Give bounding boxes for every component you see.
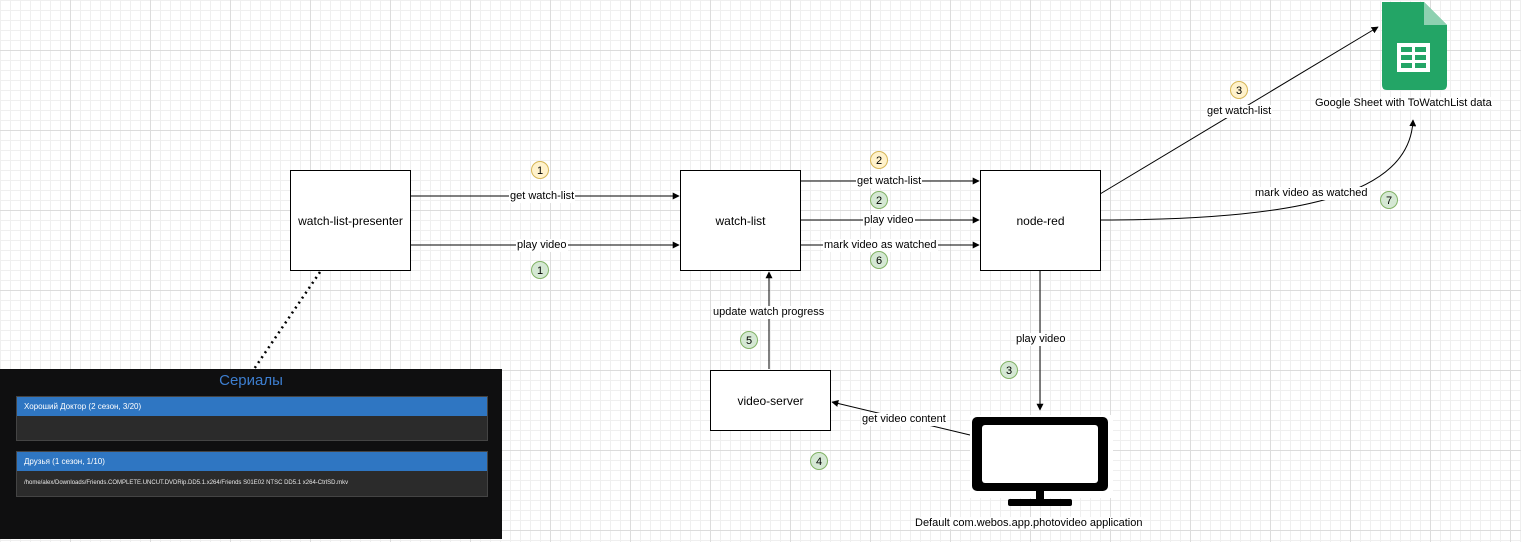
edge-label-presenter-get: get watch-list <box>509 190 576 203</box>
tv-app-caption: Default com.webos.app.photovideo applica… <box>915 517 1143 529</box>
step-badge: 3 <box>1230 81 1248 99</box>
step-badge: 1 <box>531 261 549 279</box>
google-sheets-icon <box>1382 2 1447 90</box>
node-label: video-server <box>737 393 804 408</box>
series-body <box>17 416 487 432</box>
node-label: watch-list <box>715 213 766 228</box>
node-label: watch-list-presenter <box>298 213 403 228</box>
step-badge: 5 <box>740 331 758 349</box>
series-header: Хороший Доктор (2 сезон, 3/20) <box>17 397 487 416</box>
edge-label-wl-get: get watch-list <box>856 175 923 188</box>
edge-label-wl-mark: mark video as watched <box>823 239 938 252</box>
edge-label-tv-vs-content: get video content <box>861 413 947 426</box>
step-badge: 7 <box>1380 191 1398 209</box>
series-header: Друзья (1 сезон, 1/10) <box>17 452 487 471</box>
series-card-2[interactable]: Друзья (1 сезон, 1/10) /home/alex/Downlo… <box>16 451 488 497</box>
video-server-node[interactable]: video-server <box>710 370 831 431</box>
step-badge: 4 <box>810 452 828 470</box>
node-label: node-red <box>1016 213 1065 228</box>
edge-label-presenter-play: play video <box>516 239 568 252</box>
edge-label-vs-wl-progress: update watch progress <box>712 306 826 319</box>
step-badge: 2 <box>870 151 888 169</box>
dotted-link <box>250 271 322 373</box>
tv-screenshot: Сериалы Хороший Доктор (2 сезон, 3/20) Д… <box>0 369 502 539</box>
series-card-1[interactable]: Хороший Доктор (2 сезон, 3/20) <box>16 396 488 441</box>
step-badge: 3 <box>1000 361 1018 379</box>
edge-label-nr-sheet-mark: mark video as watched <box>1254 187 1369 200</box>
tv-screen-title: Сериалы <box>219 372 283 389</box>
step-badge: 1 <box>531 161 549 179</box>
step-badge: 6 <box>870 251 888 269</box>
edge-label-wl-play: play video <box>863 214 915 227</box>
watch-list-node[interactable]: watch-list <box>680 170 801 271</box>
tv-monitor-icon <box>970 415 1113 506</box>
series-body: /home/alex/Downloads/Friends.COMPLETE.UN… <box>24 480 349 486</box>
google-sheet-caption: Google Sheet with ToWatchList data <box>1315 97 1492 109</box>
edge-nr-sheet-mark <box>1099 119 1417 221</box>
step-badge: 2 <box>870 191 888 209</box>
edge-label-nr-tv-play: play video <box>1015 333 1067 346</box>
edge-label-nr-sheet-get: get watch-list <box>1206 105 1273 118</box>
watch-list-presenter-node[interactable]: watch-list-presenter <box>290 170 411 271</box>
node-red-node[interactable]: node-red <box>980 170 1101 271</box>
